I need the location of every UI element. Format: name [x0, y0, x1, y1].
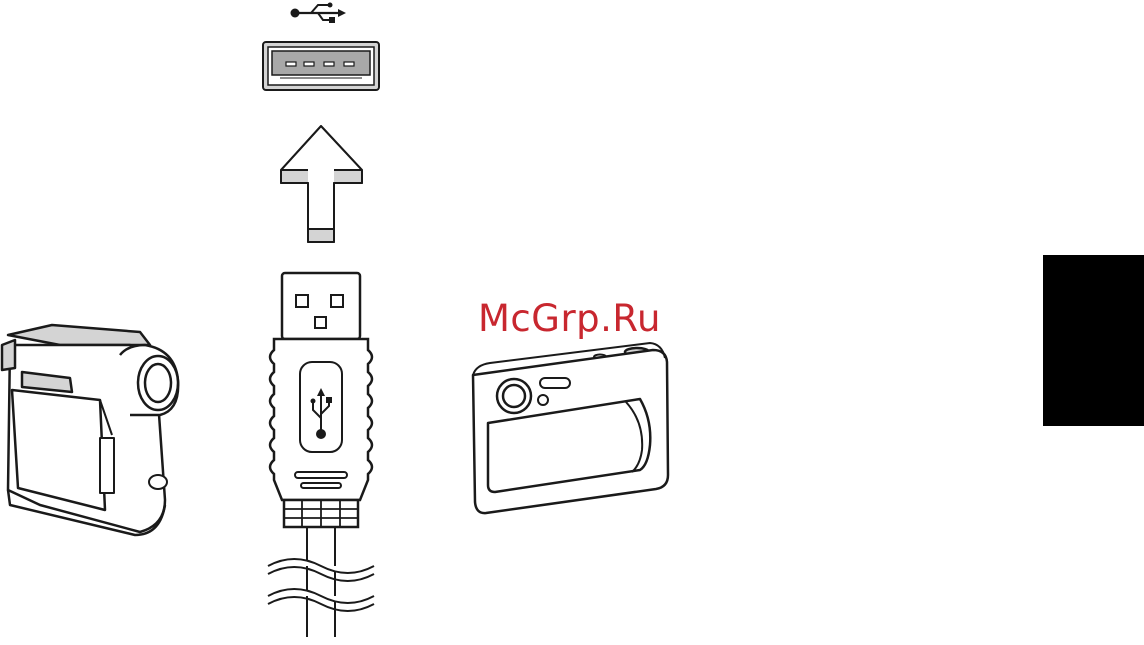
watermark-text: McGrp.Ru: [478, 300, 661, 337]
usb-plug: [268, 273, 374, 637]
side-tab-block: [1043, 255, 1144, 426]
up-arrow-icon: [281, 126, 362, 242]
usb-symbol-icon: [291, 3, 347, 24]
usb-port: [263, 42, 379, 90]
digital-camera: [473, 343, 668, 513]
camcorder: [2, 325, 178, 535]
